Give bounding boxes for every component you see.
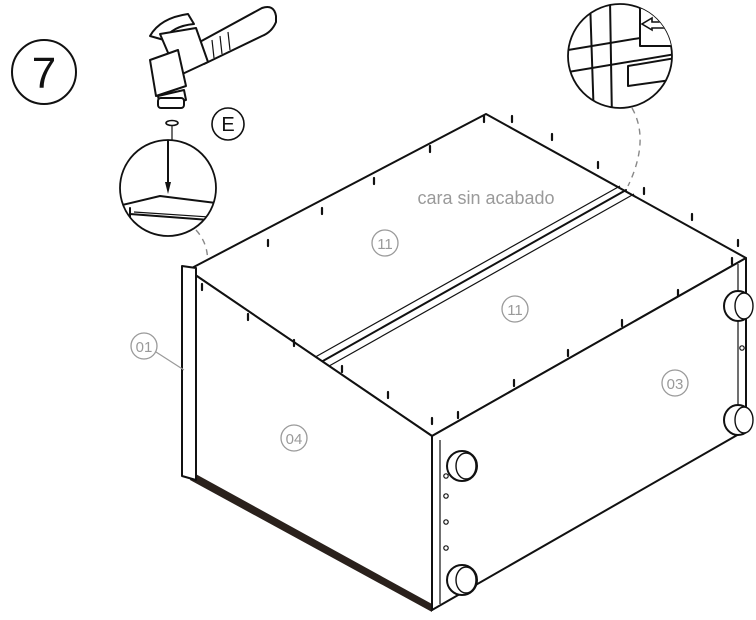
step-indicator: 7 [11,39,77,105]
part-label-top-left: 11 [371,229,399,257]
hammer-icon [149,6,277,109]
end-panel-holes [443,345,745,551]
part-label-top-right: 11 [501,295,529,323]
part-number: 04 [286,431,303,448]
hardware-label-e: E [211,107,245,141]
part-number: 11 [377,236,393,253]
side-panel-edge [181,265,197,481]
part-label-end: 03 [661,369,689,397]
part-number: 11 [507,302,523,319]
hardware-letter: E [221,114,234,136]
part-label-front: 04 [280,424,308,452]
part-number: 01 [136,339,153,356]
nail-detail-magnifier [119,139,217,281]
part-number: 03 [667,376,684,393]
rail-detail-magnifier [567,3,673,187]
nail-icon [165,119,179,140]
unfinished-side-label: cara sin acabado [417,188,554,208]
part-label-side-panel: 01 [130,332,185,371]
dowel-fittings [446,290,754,596]
nail-marks [200,114,740,426]
hardware-circle [211,107,245,141]
cabinet-box [181,113,754,612]
step-number: 7 [32,49,56,98]
step-circle [11,39,77,105]
